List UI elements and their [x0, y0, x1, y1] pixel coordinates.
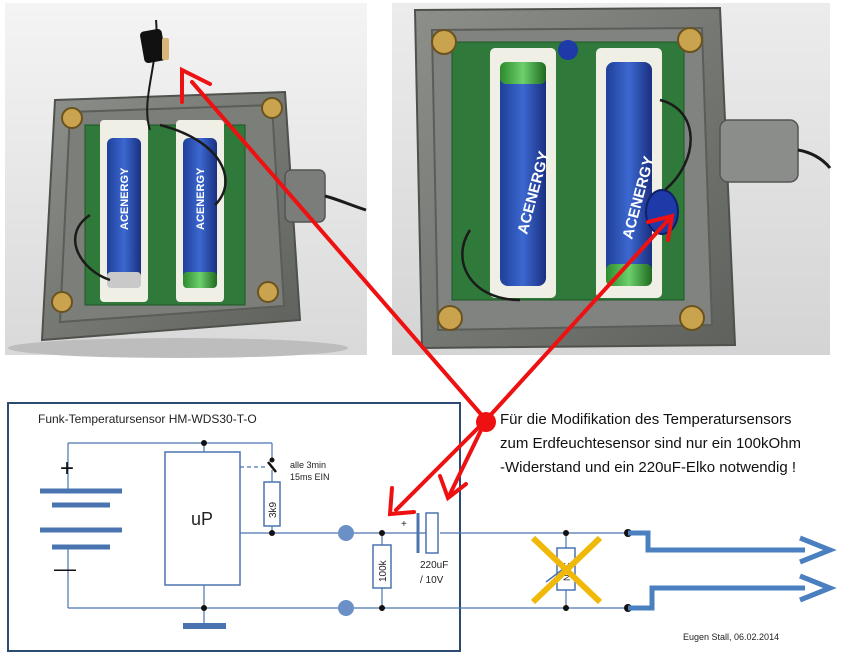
annotation-origin-dot: [476, 412, 496, 432]
annotation-arrows: [180, 66, 675, 517]
screw-hole-right-bl: [437, 305, 463, 331]
photo-left: ACENERGY ACENERGY: [5, 3, 367, 358]
red-arrow-to-resistor: [394, 418, 488, 512]
screw-hole-left-tl: [61, 107, 83, 129]
battery-symbol: [40, 476, 122, 565]
capacitor-value-line2: / 10V: [420, 575, 444, 586]
capacitor-small-right: [558, 40, 578, 60]
photo-right: ACENERGY ACENERGY: [392, 3, 832, 355]
red-arrowhead-left-photo: [180, 66, 212, 104]
wire-lower-left: [73, 213, 111, 282]
schematic: Funk-Temperatursensor HM-WDS30-T-O: [7, 402, 837, 652]
screw-hole-left-br: [257, 281, 279, 303]
switch-note-line1: alle 3min: [290, 460, 326, 470]
screw-hole-right-tl: [431, 29, 457, 55]
resistor-100k: [372, 544, 392, 589]
capacitor-value-line1: 220uF: [420, 560, 448, 571]
capacitor-plate-negative: [425, 512, 439, 554]
wire-loop-left: [159, 123, 227, 206]
red-arrow-to-right-photo: [484, 216, 672, 422]
resistor-3k9: [263, 481, 281, 527]
resistor-mounted-left: [162, 38, 169, 60]
resistor-3k9-label: 3k9: [268, 501, 279, 518]
battery-left-1-cap: [107, 272, 141, 288]
probe-arrowhead-top: [799, 535, 837, 565]
screw-hole-left-bl: [51, 291, 73, 313]
red-arrowhead-resistor: [387, 486, 416, 517]
battery-plus-sign: +: [60, 455, 74, 482]
cable-gland-right: [719, 119, 799, 183]
screw-hole-right-br: [679, 305, 705, 331]
capacitor-plus-sign: +: [401, 519, 407, 530]
screw-hole-right-tr: [677, 27, 703, 53]
terminal-top: [338, 525, 354, 541]
microcontroller-box: [164, 451, 241, 586]
switch-note-line2: 15ms EIN: [290, 472, 330, 482]
note-line-3: -Widerstand und ein 220uF-Elko notwendig…: [500, 459, 796, 476]
junction-dot: [379, 605, 385, 611]
credit-line: Eugen Stall, 06.02.2014: [683, 632, 779, 642]
wire-right-1: [659, 98, 692, 191]
battery-right-2-cap: [606, 264, 652, 286]
red-arrowhead-right-photo: [646, 213, 675, 242]
junction-dot: [563, 530, 569, 536]
battery-left-2-cap: [183, 272, 217, 288]
switch-contact: [269, 457, 275, 463]
cable-left: [324, 194, 367, 212]
red-arrow-to-left-photo: [190, 80, 488, 422]
red-arrowhead-capacitor: [438, 474, 468, 502]
switch-blade: [267, 461, 277, 473]
battery-right-1-cap: [500, 62, 546, 84]
battery-left-2-brand: ACENERGY: [195, 167, 207, 230]
probe-arrowhead-bottom: [799, 573, 837, 603]
red-arrow-to-capacitor: [448, 418, 488, 496]
microcontroller-label: uP: [191, 509, 213, 529]
battery-left-1-brand: ACENERGY: [119, 167, 131, 230]
junction-dot: [269, 530, 275, 536]
junction-dot: [563, 605, 569, 611]
battery-minus-sign: —: [54, 556, 76, 581]
junction-dot: [201, 440, 207, 446]
note-line-1: Für die Modifikation des Temperatursenso…: [500, 411, 792, 428]
junction-dot: [379, 530, 385, 536]
terminal-bottom: [338, 600, 354, 616]
battery-right-2: [606, 62, 652, 286]
probe-arrow-bottom: [628, 585, 805, 611]
junction-dot: [201, 605, 207, 611]
cross-out-line-2: [530, 535, 603, 605]
battery-left-2: [183, 138, 217, 288]
modification-note: Für die Modifikation des Temperatursenso…: [500, 411, 801, 476]
resistor-100k-label: 100k: [378, 559, 389, 582]
probe-arrow-top: [628, 530, 805, 553]
photo-left-shadow: [8, 338, 348, 358]
schematic-title: Funk-Temperatursensor HM-WDS30-T-O: [38, 412, 257, 426]
capacitor-mounted-left: [140, 28, 166, 64]
battery-left-1: [107, 138, 141, 288]
cable-right: [797, 148, 832, 169]
wire-right-2: [461, 229, 521, 302]
note-line-2: zum Erdfeuchtesensor sind nur ein 100kOh…: [500, 435, 801, 452]
screw-hole-left-tr: [261, 97, 283, 119]
battery-right-1: [500, 62, 546, 286]
